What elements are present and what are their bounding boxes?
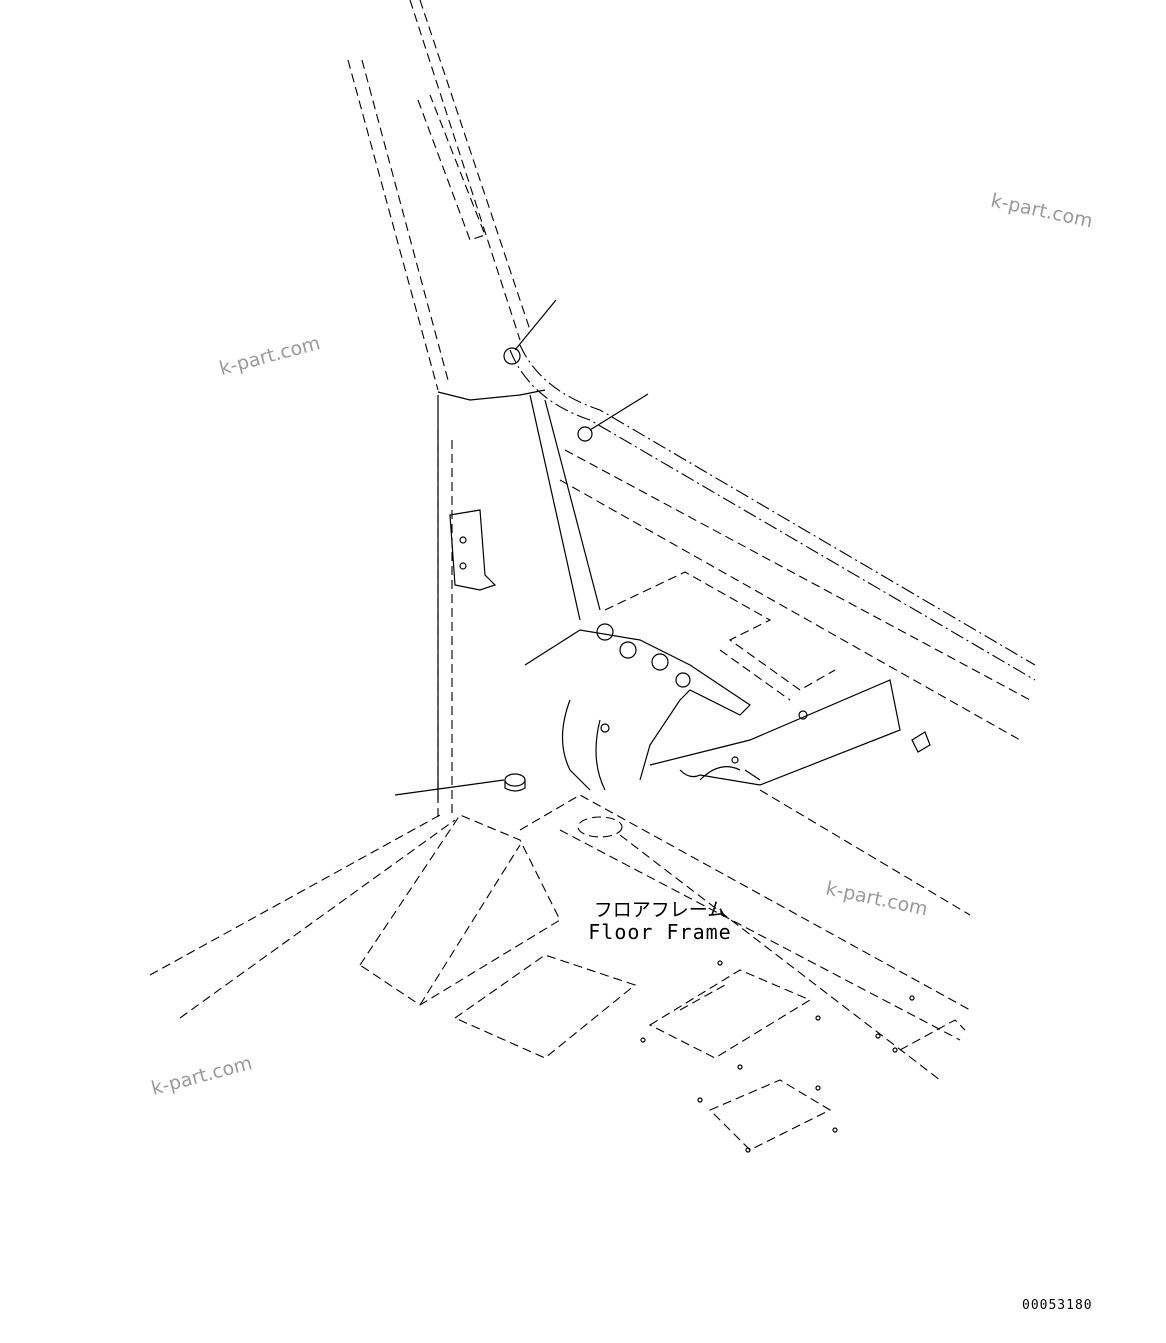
floor-bolt [815, 1015, 821, 1021]
floor-edge-top [519, 794, 971, 1041]
plug-bottom-body [504, 780, 526, 792]
bracket-hole [731, 756, 739, 764]
hinge-pin [675, 672, 691, 688]
bracket-hole [798, 710, 808, 720]
hinge-pin [619, 641, 637, 659]
floor-bolt [737, 1064, 743, 1070]
floor-bolt [892, 1047, 898, 1053]
floor-cutout-4 [899, 1019, 966, 1051]
floor-edge-left [149, 814, 456, 1019]
floor-frame-label-jp: フロアフレーム [593, 899, 727, 921]
hinge-pin [596, 623, 614, 641]
hinge-bolt [600, 723, 610, 733]
diagonal-strut [529, 394, 601, 621]
floor-hole [577, 816, 623, 838]
hinge-arm [561, 699, 606, 791]
right-bracket [649, 679, 901, 786]
floor-bolt [640, 1037, 646, 1043]
floor-cutout-3 [709, 1079, 832, 1151]
drawing-number: 00053180 [1022, 1298, 1093, 1313]
floor-ramp [359, 814, 561, 1006]
floor-bolt [909, 995, 915, 1001]
floor-bolt [717, 960, 723, 966]
right-plug [911, 731, 931, 753]
bracket-hole [459, 536, 467, 544]
floor-bolt [745, 1147, 751, 1153]
pillar-vertical [437, 430, 453, 820]
floor-cutout-1 [453, 954, 637, 1059]
pillar-base [437, 389, 546, 800]
roof-edge [509, 344, 1036, 681]
hinge-plate [524, 629, 751, 781]
bracket-hole [459, 562, 467, 570]
leader-line-3 [394, 779, 505, 796]
roof-inner [559, 449, 1031, 741]
pillar-bracket [449, 509, 497, 591]
floor-bolt [832, 1127, 838, 1133]
plug-top [503, 347, 521, 365]
pillar-inner [417, 94, 486, 241]
upper-panel [604, 571, 836, 701]
floor-cutout-2 [648, 969, 812, 1059]
right-bracket-detail [699, 766, 761, 781]
floor-bolt [815, 1085, 821, 1091]
leader-line-2 [589, 393, 649, 431]
floor-bolt [697, 1097, 703, 1103]
floor-frame-label-en: Floor Frame [588, 920, 732, 944]
plug-bottom [504, 773, 526, 787]
hinge-pin [651, 653, 669, 671]
leader-line-1 [514, 299, 557, 351]
floor-bolt [875, 1033, 881, 1039]
plug-middle [577, 426, 593, 442]
floor-edge-right [619, 789, 971, 1081]
pillar-outline [347, 0, 531, 391]
